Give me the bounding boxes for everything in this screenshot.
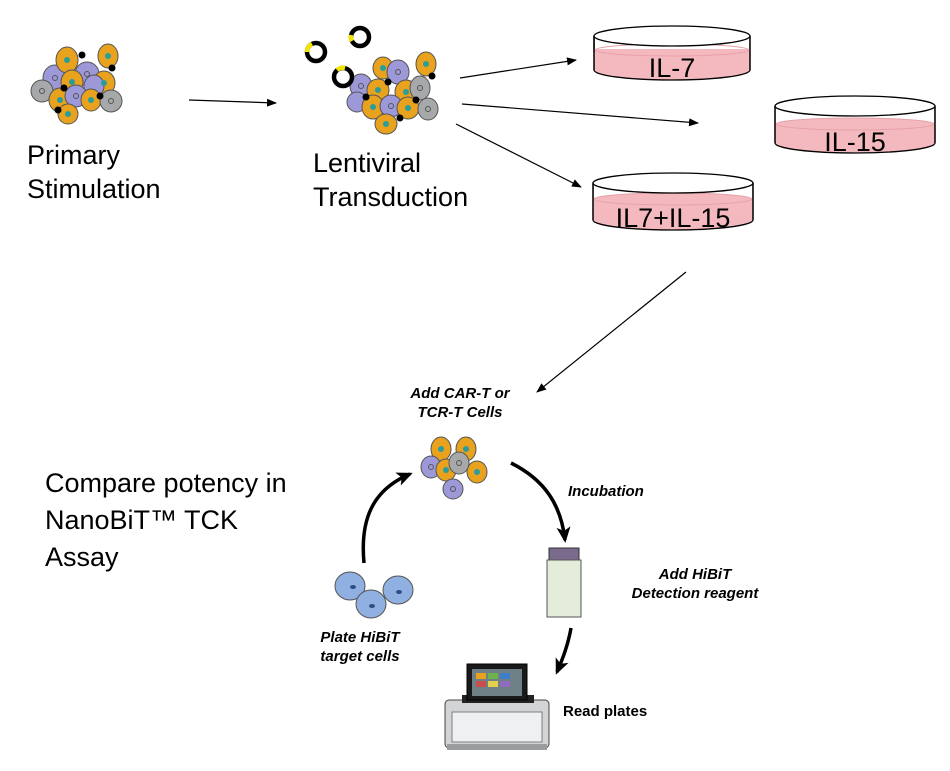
primary-line1: Primary xyxy=(27,140,120,170)
dish-label-il7: IL-7 xyxy=(648,53,696,83)
compare-line2: NanoBiT™ TCK xyxy=(45,505,239,535)
label-incubation: Incubation xyxy=(568,483,644,500)
lentiviral-vectors xyxy=(304,25,372,89)
plate-cells-line2: target cells xyxy=(320,648,400,665)
car-t-cell-cluster xyxy=(420,436,488,500)
compare-line3: Assay xyxy=(45,542,119,572)
dish-il7 xyxy=(593,25,751,81)
lentiviral-line1: Lentiviral xyxy=(313,148,422,178)
label-read-plates: Read plates xyxy=(563,703,648,720)
lentiviral-line2: Transduction xyxy=(313,182,469,212)
target-cells xyxy=(334,571,414,619)
label-primary-stimulation: Primary Stimulation xyxy=(27,138,161,206)
label-plate-cells: Plate HiBiT target cells xyxy=(280,628,440,666)
add-cells-line2: TCR-T Cells xyxy=(417,404,503,421)
arrow-to-il7-il15 xyxy=(455,123,582,188)
compare-line1: Compare potency in xyxy=(45,468,287,498)
dish-il7-il15 xyxy=(592,172,754,231)
reagent-tube-icon xyxy=(546,547,582,618)
arrow-to-il7 xyxy=(459,57,577,79)
arrow-plate-to-cart xyxy=(361,472,413,564)
plate-reader-icon xyxy=(444,663,550,750)
plate-cells-line1: Plate HiBiT xyxy=(320,629,400,646)
dish-label-il15: IL-15 xyxy=(824,127,886,157)
add-reagent-line2: Detection reagent xyxy=(631,585,759,602)
label-add-reagent: Add HiBiT Detection reagent xyxy=(595,565,795,603)
dish-il15 xyxy=(774,95,936,154)
label-add-cells: Add CAR-T or TCR-T Cells xyxy=(380,384,540,422)
primary-cell-cluster xyxy=(30,43,123,125)
primary-line2: Stimulation xyxy=(27,174,161,204)
add-cells-line1: Add CAR-T or xyxy=(410,385,510,402)
arrow-to-assay xyxy=(536,271,687,393)
arrow-to-reader xyxy=(555,627,573,675)
transduced-cell-cluster xyxy=(346,51,439,135)
label-compare-potency: Compare potency in NanoBiT™ TCK Assay xyxy=(45,465,287,576)
arrow-to-il15 xyxy=(461,103,699,127)
arrow-incubation xyxy=(510,461,571,543)
dish-label-il7-il15: IL7+IL-15 xyxy=(615,203,731,233)
arrow-primary-to-lentiviral xyxy=(188,98,277,107)
label-lentiviral-transduction: Lentiviral Transduction xyxy=(313,146,468,214)
add-reagent-line1: Add HiBiT xyxy=(658,566,732,583)
